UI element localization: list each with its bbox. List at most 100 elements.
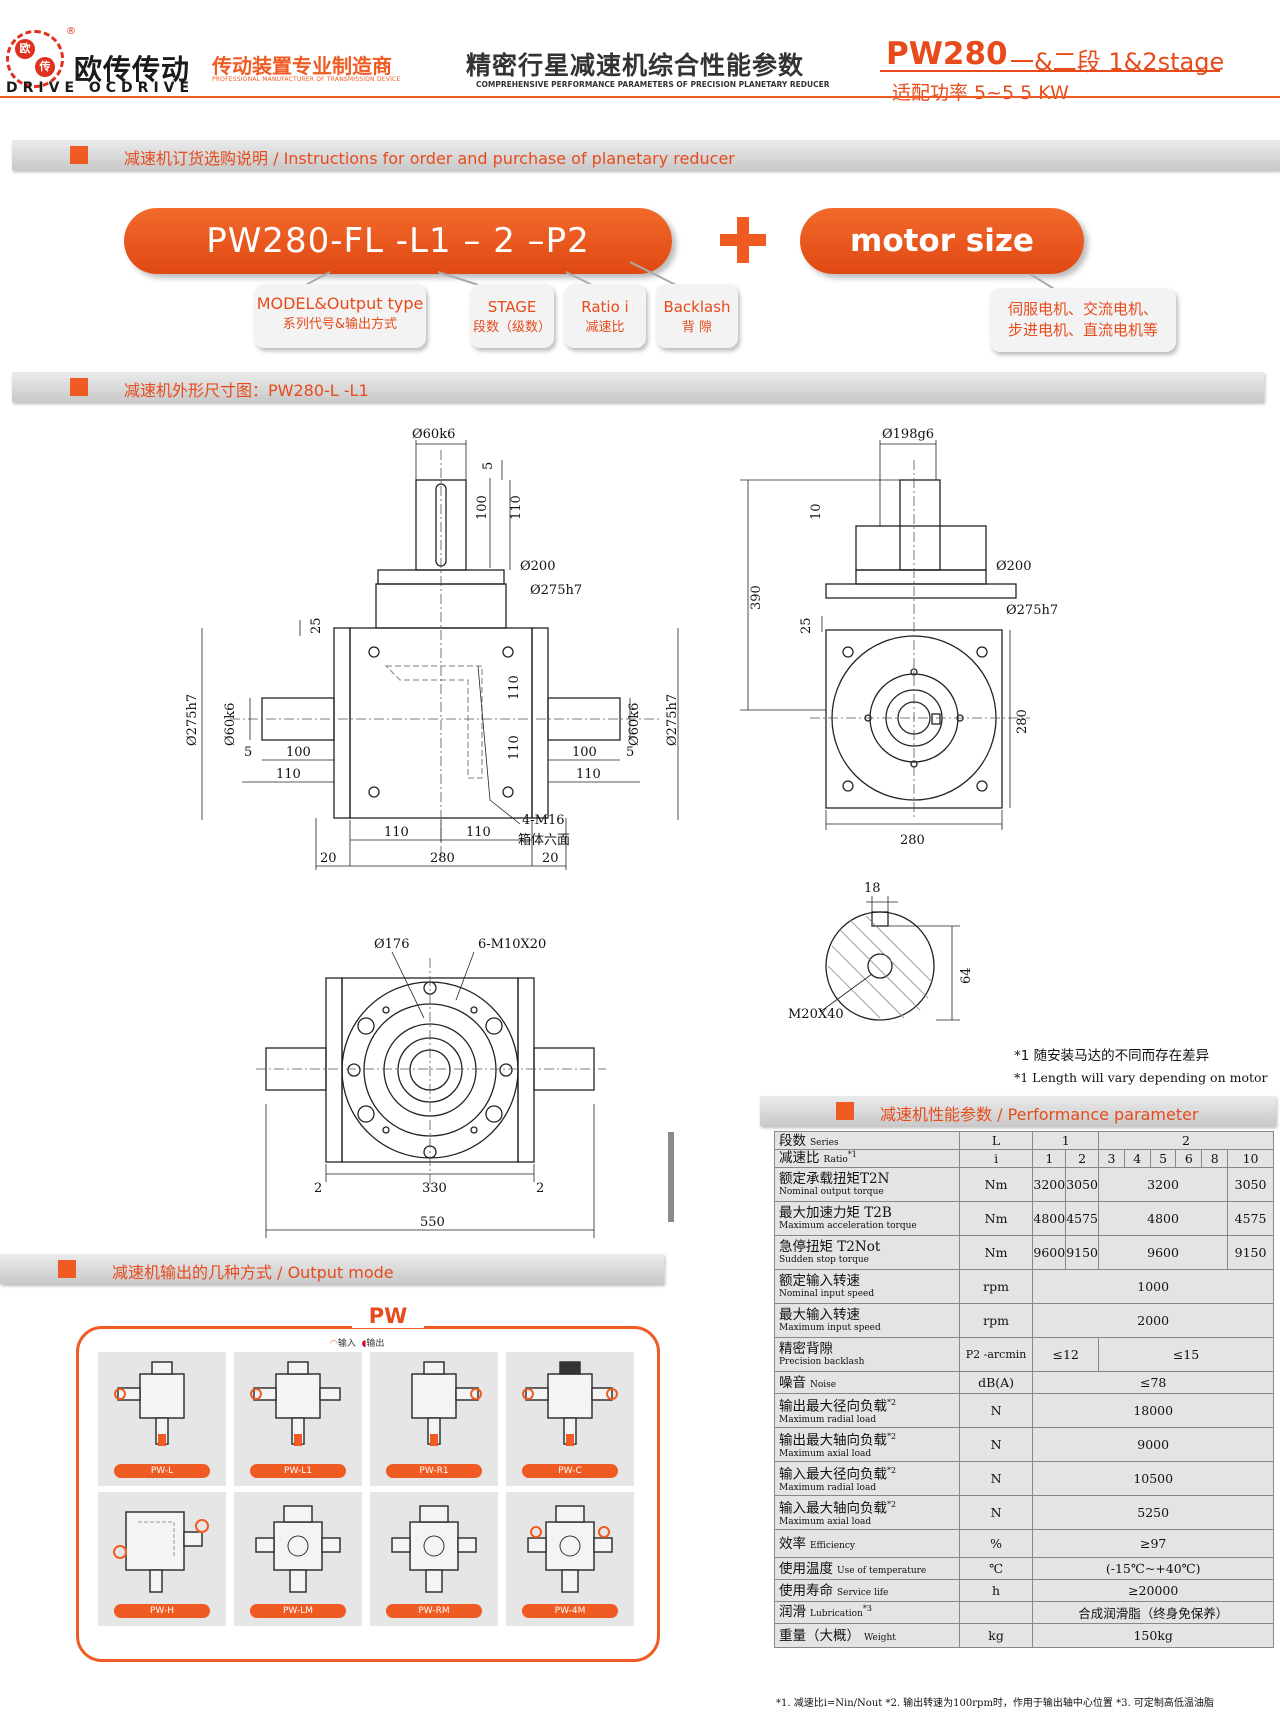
logo-text-en: DRIVE OCDRIVE: [6, 80, 195, 96]
side-dim-390: 390: [749, 585, 764, 610]
table-footnote: *1. 减速比i=Nin/Nout *2. 输出转速为100rpm时，作用于输出…: [776, 1698, 1214, 1709]
output-mode-label: PW-L: [114, 1464, 210, 1478]
front-dim-bot20a: 20: [320, 851, 337, 866]
side-dim-d198g6: Ø198g6: [882, 427, 934, 442]
legend-input: 输入: [337, 1339, 356, 1349]
output-mode-label: PW-LM: [250, 1604, 346, 1618]
section-bar-output: 减速机输出的几种方式 / Output mode: [0, 1254, 664, 1284]
registered-mark: ®: [66, 26, 76, 37]
front-dim-right110: 110: [576, 767, 601, 782]
bottom-dim-2a: 2: [314, 1181, 322, 1196]
slogan-cn: 传动装置专业制造商: [212, 54, 392, 78]
section-title-output: 减速机输出的几种方式 / Output mode: [112, 1263, 394, 1282]
tag-motor-line2: 步进电机、直流电机等: [1007, 321, 1158, 339]
table-row: 重量（大概） Weight kg 150kg: [774, 1623, 1274, 1648]
section-marker: [836, 1102, 854, 1120]
bottom-dim-2b: 2: [536, 1181, 544, 1196]
front-dim-v110a: 110: [507, 675, 522, 700]
model-underline: [880, 70, 1220, 72]
front-dim-25: 25: [309, 617, 324, 634]
bottom-dim-330: 330: [422, 1181, 447, 1196]
side-view-drawing: Ø198g6 10 390 Ø200 25 Ø275h7 280 280: [740, 427, 1058, 848]
shaft-thread: M20X40: [788, 1007, 844, 1022]
output-mode-label: PW-R1: [386, 1464, 482, 1478]
front-thread-note: 箱体六面: [518, 832, 570, 848]
section-marker: [70, 146, 88, 164]
side-dim-25: 25: [799, 617, 814, 634]
power-range: 适配功率 5~5 5 KW: [892, 82, 1069, 104]
output-mode-card: PW-4M: [506, 1492, 634, 1626]
output-mode-legend: ◠输入 ◖输出: [330, 1336, 384, 1349]
logo-badge: 欧 传: [6, 30, 64, 88]
bottom-dim-550: 550: [420, 1215, 445, 1230]
front-dim-left110: 110: [276, 767, 301, 782]
side-dim-d200: Ø200: [996, 559, 1031, 574]
bottom-dim-d176: Ø176: [374, 937, 409, 952]
divider-bar: [668, 1132, 674, 1222]
front-dim-100: 100: [475, 495, 490, 520]
gearbox-l1-icon: [250, 1361, 341, 1446]
front-thread-label: 4-M16: [522, 813, 565, 828]
table-row: 润滑 Lubrication*3 合成润滑脂（终身免保养）: [774, 1601, 1274, 1624]
output-mode-card: PW-H: [98, 1492, 226, 1626]
output-mode-card: PW-R1: [370, 1352, 498, 1486]
gearbox-h-icon: [113, 1511, 209, 1593]
front-view-drawing: Ø60k6 5 100 110 Ø200 Ø275h7 25 Ø275h7 Ø6…: [185, 427, 680, 870]
output-mode-label: PW-4M: [522, 1604, 618, 1618]
front-dim-d200: Ø200: [520, 559, 555, 574]
page-title-cn: 精密行星减速机综合性能参数: [466, 51, 805, 80]
section-title-order: 减速机订货选购说明 / Instructions for order and p…: [124, 149, 735, 168]
note-en: *1 Length will vary depending on motor: [1014, 1070, 1268, 1085]
table-row: 段数 Series L 1 2: [774, 1131, 1274, 1150]
tag-model-en: MODEL&Output type: [256, 294, 424, 313]
front-dim-bot20b: 20: [542, 851, 559, 866]
tag-ratio: Ratio i 减速比: [564, 284, 646, 348]
shaft-dim-18: 18: [864, 881, 881, 896]
output-mode-label: PW-L1: [250, 1464, 346, 1478]
front-dim-bot280: 280: [430, 851, 455, 866]
front-dim-d60k6-right: Ø60k6: [627, 703, 642, 746]
output-mode-card: PW-C: [506, 1352, 634, 1486]
section-bar-order: 减速机订货选购说明 / Instructions for order and p…: [12, 140, 1280, 170]
front-dim-bot110b: 110: [466, 825, 491, 840]
tag-ratio-cn: 减速比: [585, 320, 625, 335]
page-title-en: COMPREHENSIVE PERFORMANCE PARAMETERS OF …: [476, 80, 830, 89]
motor-size-pill: motor size: [800, 208, 1084, 274]
logo-badge-bottom: 传: [35, 57, 55, 77]
slogan-en: PROFESSIONAL MANUFACTURER OF TRANSMISSIO…: [212, 76, 401, 83]
tag-stage: STAGE 段数（级数）: [470, 284, 554, 348]
output-mode-title: PW: [352, 1304, 424, 1328]
tag-stage-cn: 段数（级数）: [472, 320, 551, 335]
front-dim-d275h7-left: Ø275h7: [185, 694, 200, 746]
section-marker: [70, 378, 88, 396]
tag-backlash-en: Backlash: [663, 298, 731, 316]
front-dim-left5: 5: [244, 745, 252, 760]
legend-output: 输出: [366, 1339, 385, 1349]
gearbox-r1-icon: [411, 1361, 482, 1446]
gearbox-l-icon: [114, 1361, 185, 1446]
section-title-dimension: 减速机外形尺寸图：PW280-L -L1: [124, 381, 369, 400]
input-arrow-icon: ◠: [330, 1339, 338, 1349]
header-divider: [0, 96, 1280, 98]
tag-ratio-en: Ratio i: [581, 298, 629, 316]
output-arrow-icon: ◖: [361, 1339, 367, 1349]
side-dim-280v: 280: [1015, 709, 1030, 734]
logo-badge-top: 欧: [15, 39, 35, 59]
output-mode-label: PW-H: [114, 1604, 210, 1618]
logo-text-cn: 欧传传动: [74, 53, 191, 86]
tag-motor-line1: 伺服电机、交流电机、: [1007, 300, 1158, 318]
plus-icon-vertical: [737, 217, 749, 263]
front-dim-left100: 100: [286, 745, 311, 760]
shaft-section-drawing: 18 64 M20X40: [788, 881, 974, 1022]
gearbox-4m-icon: [527, 1505, 613, 1593]
